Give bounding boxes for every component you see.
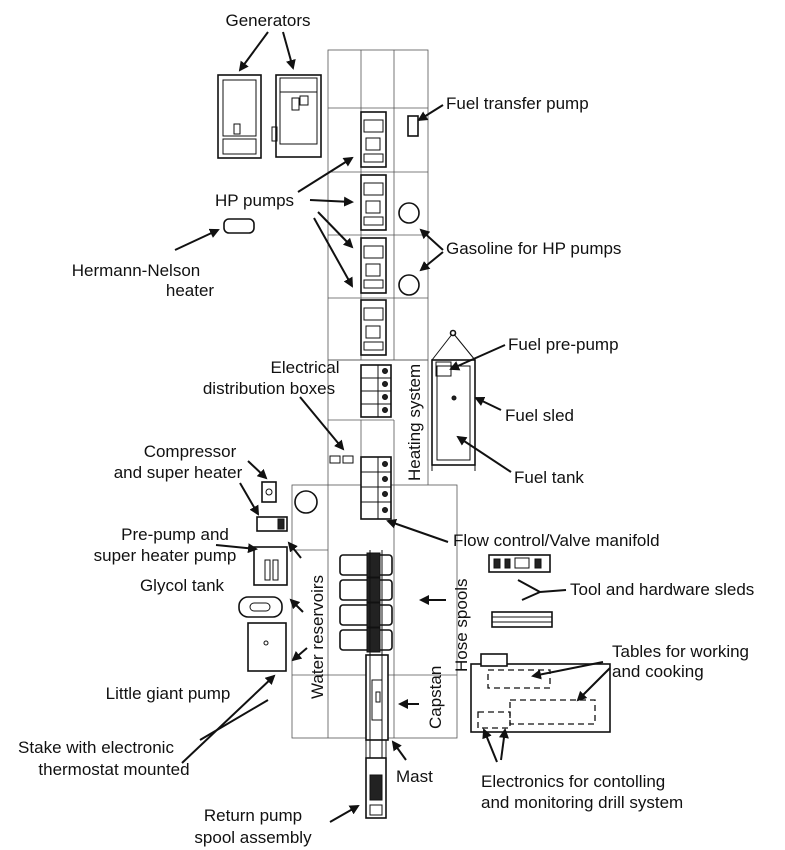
label-fuel-tank: Fuel tank	[514, 468, 584, 487]
capstan	[365, 654, 389, 741]
generator-left	[217, 74, 262, 159]
fuel-transfer-pump	[407, 115, 419, 137]
label-hp-pumps: HP pumps	[215, 191, 294, 210]
label-compressor: Compressor	[144, 442, 237, 461]
hose-spool	[339, 627, 393, 653]
electrical-distribution-boxes	[360, 364, 392, 418]
label-return-pump-2: spool assembly	[194, 828, 312, 847]
hermann-nelson-heater	[223, 218, 255, 234]
small-box	[342, 455, 354, 464]
leader-arrows	[174, 31, 611, 823]
label-tables: Tables for working	[612, 642, 749, 661]
tool-sled	[488, 554, 551, 573]
label-return-pump: Return pump	[204, 806, 302, 825]
label-glycol-tank: Glycol tank	[140, 576, 225, 595]
label-hermann-nelson: Hermann-Nelson	[72, 261, 201, 280]
label-electrical: Electrical	[271, 358, 340, 377]
flow-control-manifold	[360, 456, 392, 520]
label-fuel-sled: Fuel sled	[505, 406, 574, 425]
gasoline-tank	[398, 202, 420, 224]
label-generators: Generators	[225, 11, 310, 30]
label-little-giant: Little giant pump	[106, 684, 231, 703]
label-electronics-2: and monitoring drill system	[481, 793, 683, 812]
label-pre-pump: Pre-pump and	[121, 525, 229, 544]
label-compressor-2: and super heater	[114, 463, 243, 482]
label-mast: Mast	[396, 767, 433, 786]
label-electrical-2: distribution boxes	[203, 379, 335, 398]
label-pre-pump-2: super heater pump	[94, 546, 237, 565]
label-flow-control: Flow control/Valve manifold	[453, 531, 660, 550]
small-box	[329, 455, 341, 464]
reservoir-tank	[294, 490, 318, 514]
hose-spool	[339, 552, 393, 578]
hose-spool	[339, 577, 393, 603]
hp-pump	[360, 174, 387, 231]
super-heater	[256, 516, 288, 532]
label-fuel-transfer-pump: Fuel transfer pump	[446, 94, 589, 113]
label-fuel-pre-pump: Fuel pre-pump	[508, 335, 619, 354]
label-gasoline-hp-pumps: Gasoline for HP pumps	[446, 239, 621, 258]
glycol-tank	[238, 596, 283, 618]
label-hose-spools: Hose spools	[452, 578, 471, 672]
label-stake-2: thermostat mounted	[38, 760, 189, 779]
return-pump-spool	[365, 757, 387, 819]
hardware-sled	[491, 611, 553, 628]
hp-pump	[360, 237, 387, 294]
compressor	[261, 481, 277, 503]
hp-pump	[360, 111, 387, 168]
label-tables-2: and cooking	[612, 662, 704, 681]
hose-spool	[339, 602, 393, 628]
label-hermann-nelson-2: heater	[166, 281, 215, 300]
little-giant-pump	[247, 622, 287, 672]
label-stake: Stake with electronic	[18, 738, 174, 757]
generator-right	[271, 74, 322, 158]
label-capstan: Capstan	[426, 666, 445, 729]
label-water-reservoirs: Water reservoirs	[308, 575, 327, 699]
hp-pump	[360, 299, 387, 356]
label-electronics: Electronics for contolling	[481, 772, 665, 791]
fuel-sled	[431, 329, 476, 471]
label-tool-sleds: Tool and hardware sleds	[570, 580, 754, 599]
gasoline-tank	[398, 274, 420, 296]
pre-pump	[253, 546, 288, 586]
label-heating-system: Heating system	[405, 364, 424, 481]
